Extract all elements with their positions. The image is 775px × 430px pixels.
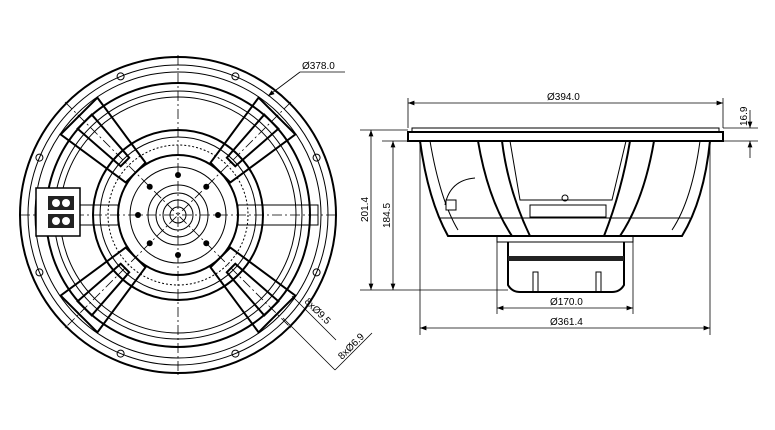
- basket-arm: [237, 204, 319, 226]
- outer-diameter-label: Ø378.0: [302, 61, 335, 72]
- basket-spoke: [209, 96, 297, 184]
- basket-spoke: [59, 96, 147, 184]
- basket-diameter-label: Ø361.4: [550, 317, 583, 328]
- mounting-hole: [312, 268, 321, 277]
- mounting-hole: [116, 349, 125, 358]
- mounting-hole: [35, 268, 44, 277]
- mounting-hole: [312, 153, 321, 162]
- motor-screw: [203, 183, 210, 190]
- flange: [407, 131, 724, 142]
- motor-screw: [175, 252, 181, 258]
- mounting-hole: [231, 72, 240, 81]
- basket: [419, 140, 711, 237]
- magnet: [507, 242, 625, 293]
- mounting-hole: [116, 72, 125, 81]
- top-plate: [496, 235, 634, 243]
- motor-screw: [135, 212, 141, 218]
- motor-screw: [203, 240, 210, 247]
- flange-thickness-label: 16.9: [739, 106, 750, 126]
- small-hole-label: 8xØ6.9: [336, 331, 367, 362]
- magnet-diameter-label: Ø170.0: [550, 297, 583, 308]
- mounting-hole: [231, 349, 240, 358]
- mounting-hole: [35, 153, 44, 162]
- overall-depth-label: 201.4: [360, 197, 371, 222]
- basket-spoke: [59, 246, 147, 334]
- basket-spoke: [209, 246, 297, 334]
- motor-screw: [215, 212, 221, 218]
- side-view: Ø394.0 16.9 201.4 184.5 Ø170.0 Ø361.4: [360, 92, 758, 335]
- motor-screw: [175, 172, 181, 178]
- motor-screw: [146, 183, 153, 190]
- large-hole-label: 8xØ9.5: [302, 296, 333, 327]
- flange-diameter-label: Ø394.0: [547, 92, 580, 103]
- mounting-depth-label: 184.5: [382, 203, 393, 228]
- terminal-block: [35, 187, 81, 237]
- front-view: Ø378.0 8xØ9.5 8xØ6.9: [19, 55, 373, 375]
- motor-screw: [146, 240, 153, 247]
